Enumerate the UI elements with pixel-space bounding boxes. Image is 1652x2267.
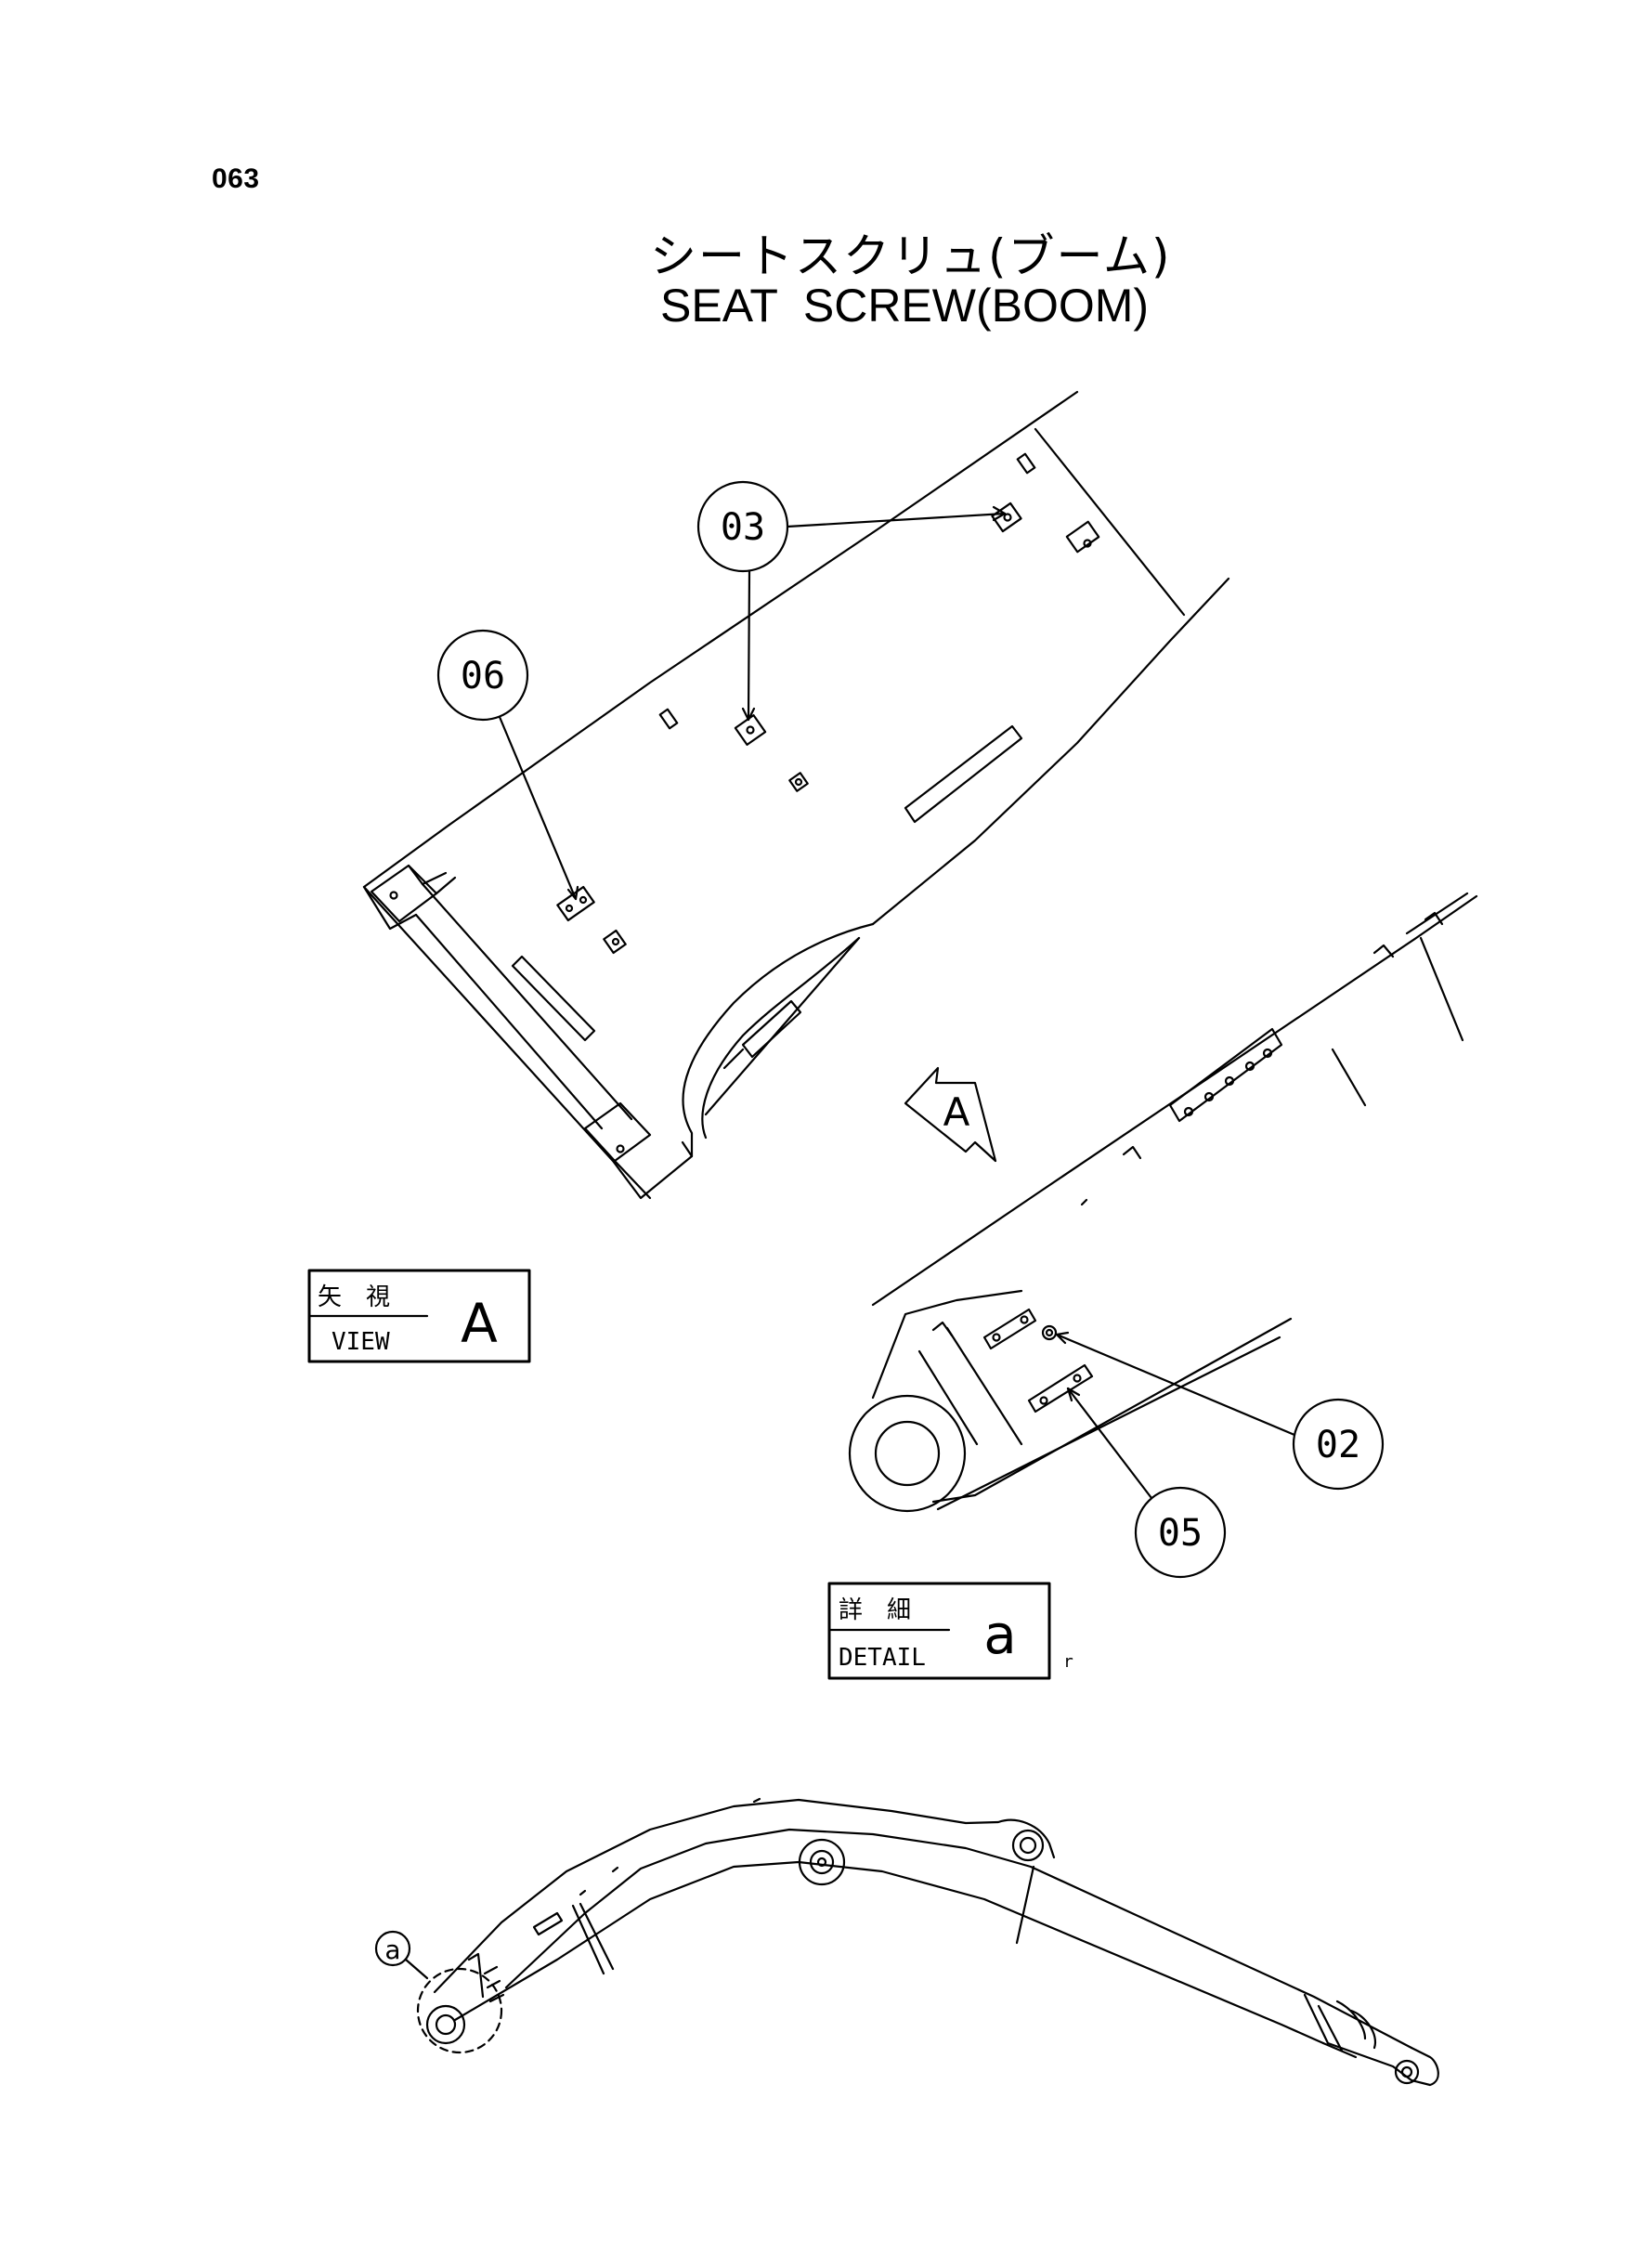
callout-05: 05 (1066, 1387, 1227, 1579)
boom-detail-view (848, 892, 1478, 1513)
view-arrow-a: A (904, 1066, 997, 1163)
detail-box-letter: a (983, 1603, 1017, 1666)
view-box-jp: 矢 視 (318, 1283, 390, 1311)
callout-03-label: 03 (721, 506, 765, 549)
page-number: 063 (212, 163, 260, 194)
callout-06-label: 06 (461, 655, 505, 697)
callout-02: 02 (1055, 1331, 1385, 1491)
detail-box-jp: 詳 細 (839, 1596, 911, 1624)
callout-05-label: 05 (1158, 1512, 1203, 1555)
callout-06: 06 (436, 629, 579, 901)
view-box-en: VIEW (332, 1328, 390, 1356)
callout-02-label: 02 (1316, 1424, 1360, 1466)
view-box-letter: A (461, 1292, 498, 1355)
view-arrow-letter: A (943, 1089, 970, 1135)
detail-a-box: 詳 細 DETAIL a (827, 1582, 1051, 1680)
view-a-box: 矢 視 VIEW A (307, 1269, 531, 1363)
boom-top-view (362, 390, 1230, 1200)
stray-mark: r (1063, 1652, 1073, 1672)
callout-03: 03 (696, 480, 1007, 722)
title-japanese: シートスクリュ(ブーム) (650, 229, 1172, 283)
detail-box-en: DETAIL (839, 1644, 926, 1672)
marker-a-label: a (384, 1935, 400, 1965)
boom-full-view: a (374, 1797, 1439, 2087)
title-english: SEAT SCREW(BOOM) (660, 280, 1150, 332)
